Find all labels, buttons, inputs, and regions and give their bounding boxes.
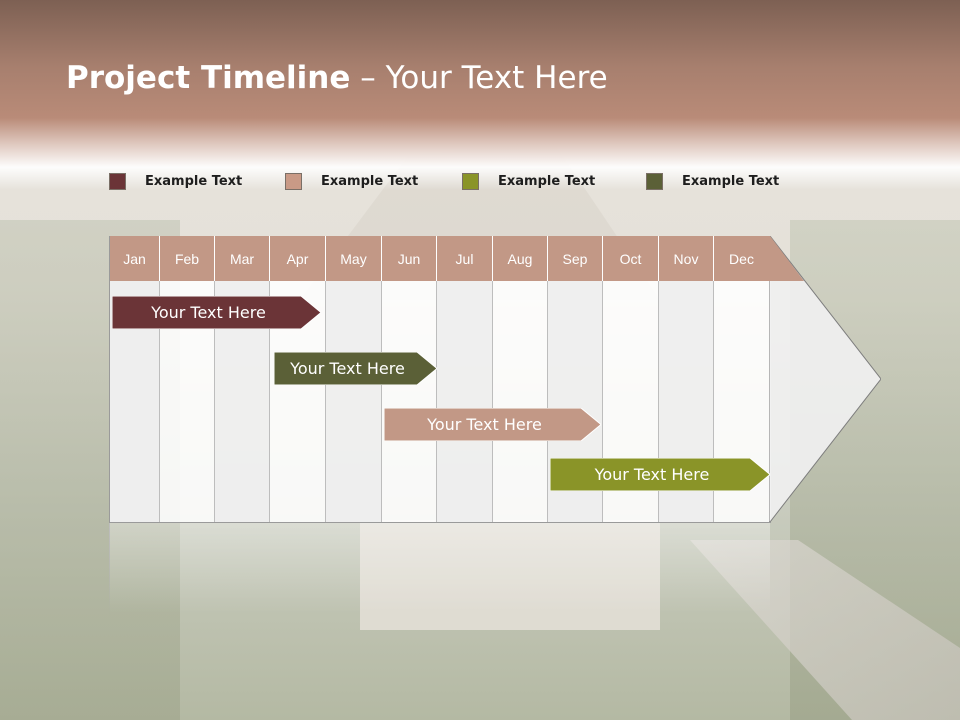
month-header-jul: Jul xyxy=(437,236,493,281)
legend-swatch-3 xyxy=(462,172,479,190)
title-bold-part: Project Timeline xyxy=(66,60,351,96)
month-header-may: May xyxy=(326,236,382,281)
task-bar-1-shape xyxy=(112,296,321,329)
background-house-wall xyxy=(360,520,660,630)
month-column-feb xyxy=(160,236,215,522)
task-bar-4-shape xyxy=(550,458,770,491)
task-bar-1[interactable]: Your Text Here xyxy=(112,296,321,329)
month-column-aug xyxy=(493,236,548,522)
month-column-oct xyxy=(603,236,659,522)
legend-label-2: Example Text xyxy=(321,173,419,189)
legend-label-3: Example Text xyxy=(498,173,596,189)
task-bar-3-shape xyxy=(384,408,601,441)
task-bar-3[interactable]: Your Text Here xyxy=(384,408,601,441)
slide-title[interactable]: Project Timeline – Your Text Here xyxy=(66,60,608,104)
legend-label-1: Example Text xyxy=(145,173,243,189)
month-header-sep: Sep xyxy=(548,236,603,281)
legend-label-4: Example Text xyxy=(682,173,780,189)
timeline-arrow-head xyxy=(769,236,881,522)
legend-item-1: Example Text xyxy=(109,170,242,192)
task-bar-3-label: Your Text Here xyxy=(427,415,542,434)
month-column-jun xyxy=(382,236,437,522)
month-header-oct: Oct xyxy=(603,236,659,281)
task-bar-1-label: Your Text Here xyxy=(151,303,266,322)
legend-item-3: Example Text xyxy=(462,170,595,192)
task-bar-2-shape xyxy=(274,352,437,385)
legend-item-2: Example Text xyxy=(285,170,418,192)
month-header-jan: Jan xyxy=(110,236,160,281)
task-bar-4[interactable]: Your Text Here xyxy=(550,458,770,491)
task-bar-4-label: Your Text Here xyxy=(594,465,710,484)
month-header-nov: Nov xyxy=(659,236,714,281)
month-header-aug: Aug xyxy=(493,236,548,281)
month-header-dec: Dec xyxy=(714,236,770,281)
board-reflection xyxy=(109,523,770,613)
legend-item-4: Example Text xyxy=(646,170,779,192)
board-reflection-edge xyxy=(109,522,110,616)
month-header-feb: Feb xyxy=(160,236,215,281)
task-bar-2[interactable]: Your Text Here xyxy=(274,352,437,385)
legend-swatch-2 xyxy=(285,172,302,190)
legend-swatch-4 xyxy=(646,172,663,190)
month-header-mar: Mar xyxy=(215,236,270,281)
header-band xyxy=(0,0,960,190)
month-column-jul xyxy=(437,236,493,522)
month-header-apr: Apr xyxy=(270,236,326,281)
month-column-jan xyxy=(110,236,160,522)
legend-swatch-1 xyxy=(109,172,126,190)
month-header-jun: Jun xyxy=(382,236,437,281)
month-column-mar xyxy=(215,236,270,522)
task-bar-2-label: Your Text Here xyxy=(290,359,405,378)
title-rest-part: – Your Text Here xyxy=(350,60,608,96)
